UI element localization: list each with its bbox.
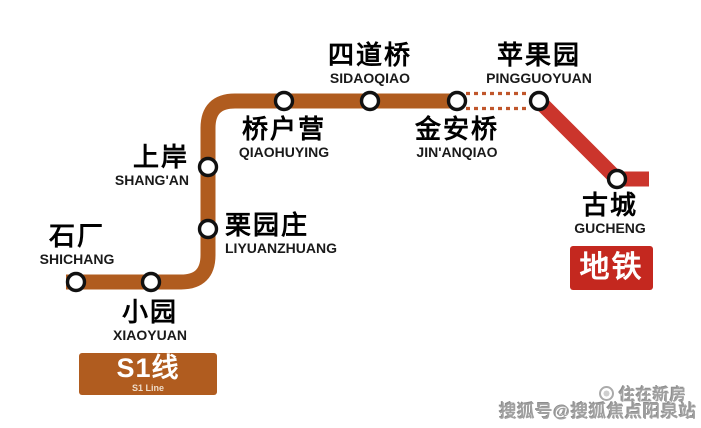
s1-line-path [66,93,458,290]
station-name-en: QIAOHUYING [238,144,330,160]
watermark-account: 搜狐号@搜狐焦点阳泉站 [499,402,697,421]
metro-line1-path [533,95,649,187]
station-node-jinanqiao [446,90,468,112]
station-label-shichang: 石厂 SHICHANG [40,223,115,266]
station-name-en: PINGGUOYUAN [486,70,592,86]
metro-line-badge: 地铁 [570,246,653,290]
station-label-qiaohuying: 桥户营 QIAOHUYING [239,116,329,159]
station-node-xiaoyuan [140,271,162,293]
watermark-brand-line: 住在新房 [598,381,687,405]
station-name-en: XIAOYUAN [113,327,187,343]
station-node-qiaohuying [273,90,295,112]
station-name-zh: 桥户营 [241,114,327,144]
station-label-sidaoqiao: 四道桥 SIDAOQIAO [328,42,412,85]
station-name-zh: 古城 [581,190,638,220]
station-label-jinanqiao: 金安桥 JIN'ANQIAO [415,116,499,159]
station-name-en: SHANG'AN [114,172,189,188]
station-name-zh: 四道桥 [327,40,413,70]
watermark-brand: 住在新房 [618,387,687,404]
station-node-shangan [197,156,219,178]
station-name-en: SHICHANG [39,251,115,267]
station-node-gucheng [606,168,628,190]
s1-line-badge: S1线 S1 Line [79,353,217,395]
station-name-en: LIYUANZHUANG [225,240,337,256]
station-node-liyuanzhuang [197,218,219,240]
zhuzaixinfang-logo-icon [598,385,614,401]
station-name-en: GUCHENG [574,220,646,236]
station-name-zh: 金安桥 [414,114,500,144]
station-name-zh: 小园 [121,297,178,327]
station-node-pingguoyuan [528,90,550,112]
station-label-pingguoyuan: 苹果园 PINGGUOYUAN [486,42,592,85]
station-name-en: SIDAOQIAO [329,70,411,86]
station-node-sidaoqiao [359,90,381,112]
s1-line-badge-sublabel: S1 Line [131,383,164,393]
station-label-gucheng: 古城 GUCHENG [574,192,646,235]
station-name-zh: 栗园庄 [225,210,310,240]
station-name-zh: 上岸 [132,142,189,172]
station-node-shichang [65,271,87,293]
station-name-zh: 苹果园 [496,40,582,70]
metro-badge-label: 地铁 [579,251,644,284]
station-label-shangan: 上岸 SHANG'AN [115,144,189,187]
station-name-en: JIN'ANQIAO [416,144,498,160]
station-name-zh: 石厂 [48,221,106,251]
station-label-xiaoyuan: 小园 XIAOYUAN [113,299,187,342]
s1-line-badge-label: S1线 [116,353,180,383]
station-label-liyuanzhuang: 栗园庄 LIYUANZHUANG [225,212,337,255]
